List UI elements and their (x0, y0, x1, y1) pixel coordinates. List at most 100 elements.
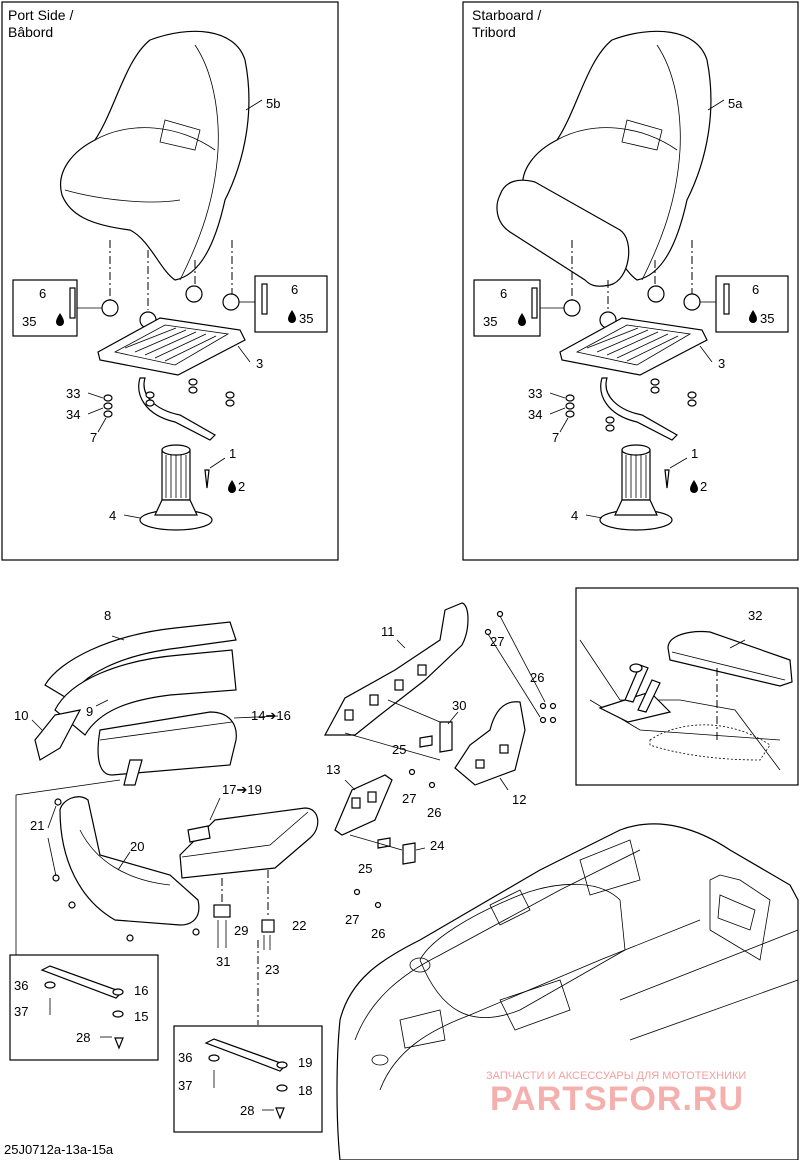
port-title-line1: Port Side / (8, 7, 73, 23)
label-9: 9 (86, 704, 93, 719)
side-trim-11 (323, 602, 469, 736)
port-seat-side (179, 44, 219, 281)
trim-panel-13 (334, 774, 393, 836)
label-35: 35 (483, 314, 497, 329)
starboard-seat-assembly (473, 30, 789, 531)
glovebox-door (489, 889, 531, 926)
seat-slider-plate (559, 317, 708, 376)
backrest-lower (54, 649, 237, 736)
threadlocker-drop-icon (56, 313, 64, 326)
label-20: 20 (130, 839, 144, 854)
starboard-title-line2: Tribord (472, 24, 516, 40)
label-7: 7 (552, 430, 559, 445)
footwell (419, 883, 626, 1019)
fastener (126, 934, 134, 942)
label-26: 26 (530, 670, 544, 685)
flip-bolster (496, 179, 630, 287)
watermark-brand: PARTSFOR.RU (490, 1080, 744, 1118)
label-34: 34 (528, 407, 542, 422)
storage-lid-17 (179, 807, 319, 879)
seat-cushion-14 (97, 711, 237, 776)
label-28: 28 (76, 1030, 90, 1045)
label-30: 30 (452, 698, 466, 713)
hinge-detail-a (9, 954, 159, 1061)
label-7: 7 (90, 430, 97, 445)
latch-29 (213, 904, 231, 918)
label-27: 27 (490, 634, 504, 649)
lid-clip (187, 825, 211, 843)
arrow-line (344, 732, 441, 761)
label-27: 27 (402, 791, 416, 806)
storage-hatch (579, 839, 641, 896)
rear-backrest-20 (59, 796, 200, 926)
label-5b: 5b (266, 96, 280, 111)
label-5a: 5a (728, 96, 743, 111)
label-15: 15 (134, 1009, 148, 1024)
label-37: 37 (14, 1004, 28, 1019)
port-title-line2: Bâbord (8, 24, 53, 40)
latch-clip (123, 759, 143, 786)
side-trim-parts (323, 602, 557, 909)
leader-5b (245, 99, 263, 111)
side-panel-10 (34, 709, 82, 761)
clip-24 (402, 842, 416, 865)
label-14-16: 14➔16 (251, 708, 291, 723)
label-25: 25 (392, 742, 406, 757)
label-1: 1 (229, 446, 236, 461)
label-6: 6 (291, 282, 298, 297)
threadlocker-drop-icon (518, 313, 526, 326)
port-seat-assembly (12, 30, 328, 531)
label-3: 3 (718, 356, 725, 371)
console-cushion (649, 724, 771, 761)
fastener (192, 928, 200, 936)
side-trim-12 (454, 701, 526, 786)
threadlocker-drop-icon (228, 480, 236, 493)
port-seat-edge (94, 127, 216, 151)
latch-22 (261, 919, 275, 933)
threadlocker-drop-icon (690, 480, 698, 493)
screw-icon (204, 469, 210, 489)
label-22: 22 (292, 918, 306, 933)
detail-circle (101, 299, 119, 317)
starboard-bolt-callout-left (473, 279, 541, 337)
label-27: 27 (345, 912, 359, 927)
washer-stack (103, 378, 235, 418)
label-33: 33 (66, 386, 80, 401)
console-inset-drawing (579, 630, 793, 771)
label-4: 4 (571, 508, 578, 523)
stud-icon (531, 287, 538, 319)
label-2: 2 (700, 479, 707, 494)
slider-release-lever (600, 377, 678, 441)
stud-icon (723, 283, 730, 315)
fastener (54, 798, 62, 806)
label-29: 29 (234, 923, 248, 938)
label-23: 23 (265, 962, 279, 977)
stud-icon (69, 287, 76, 319)
stud-icon (261, 283, 268, 315)
threadlocker-drop-icon (288, 310, 296, 323)
port-seat-cushion (64, 189, 181, 203)
screw-icon (664, 469, 670, 489)
console-lid-32 (667, 630, 793, 687)
label-26: 26 (427, 805, 441, 820)
washer-stack (565, 378, 697, 432)
threadlocker-drop-icon (749, 310, 757, 323)
label-31: 31 (216, 954, 230, 969)
detail-circle (185, 285, 203, 303)
seat-slider-plate (97, 317, 246, 376)
console-inset-panel (575, 587, 799, 786)
label-24: 24 (430, 838, 444, 853)
label-16: 16 (134, 983, 148, 998)
label-36: 36 (178, 1050, 192, 1065)
figure-code: 25J0712a-13a-15a (4, 1142, 114, 1157)
label-1: 1 (691, 446, 698, 461)
port-seat-shell (60, 30, 250, 281)
label-37: 37 (178, 1078, 192, 1093)
hinge-detail-b (173, 1025, 323, 1133)
label-32: 32 (748, 608, 762, 623)
label-19: 19 (298, 1055, 312, 1070)
label-6: 6 (39, 286, 46, 301)
rear-console (709, 874, 771, 961)
label-35: 35 (22, 314, 36, 329)
